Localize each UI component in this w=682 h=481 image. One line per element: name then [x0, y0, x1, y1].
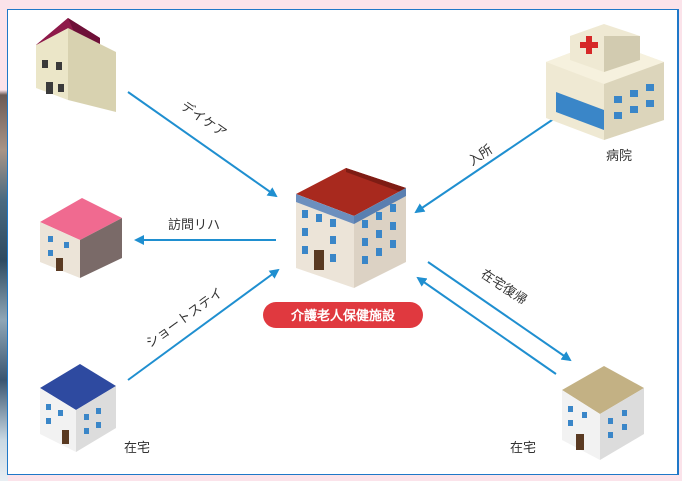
label-admission: 入所: [466, 142, 496, 169]
house-home-right-icon: [562, 366, 644, 460]
house-visit-rehab-icon: [40, 198, 122, 278]
arrow-home-to-center: [416, 276, 557, 375]
hospital-icon: [546, 24, 664, 140]
label-home-left: 在宅: [124, 441, 150, 456]
background-strip: [0, 0, 8, 481]
label-daycare: デイケア: [178, 98, 230, 141]
arrow-admission: [414, 117, 556, 214]
center-badge-label: 介護老人保健施設: [290, 308, 396, 324]
center-badge: [263, 302, 423, 328]
label-home-right: 在宅: [510, 441, 536, 456]
arrow-daycare: [127, 91, 278, 198]
arrow-return-home: [427, 261, 572, 362]
arrow-short-stay: [127, 268, 280, 381]
house-daycare-icon: [36, 18, 116, 112]
label-visit-rehab: 訪問リハ: [168, 217, 220, 233]
label-hospital: 病院: [606, 149, 632, 164]
care-facility-icon: [296, 168, 406, 288]
house-home-left-icon: [40, 364, 116, 452]
